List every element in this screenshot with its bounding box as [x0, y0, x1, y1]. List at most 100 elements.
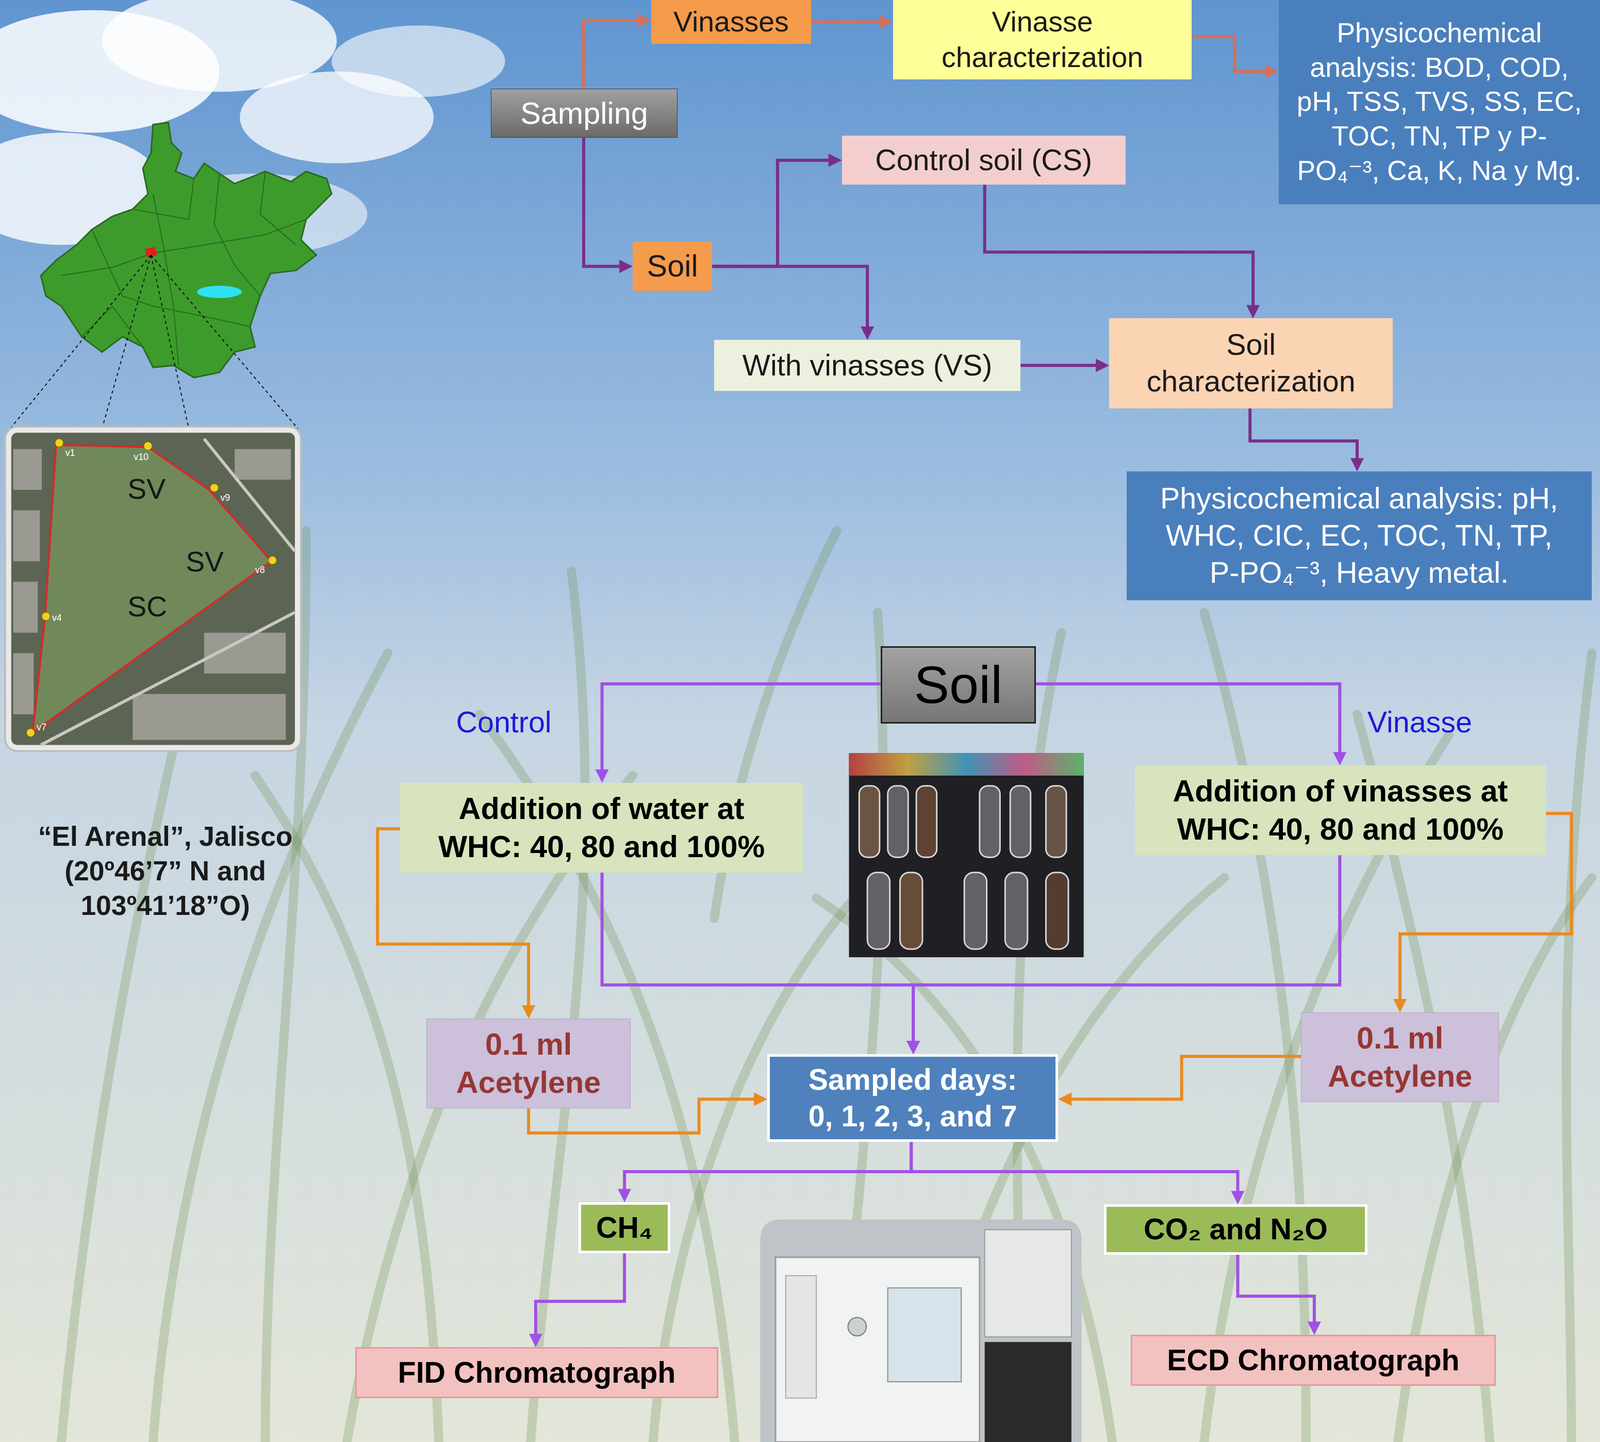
- box-text: CO₂ and N₂O: [1143, 1210, 1328, 1248]
- municipal-border: [260, 171, 296, 245]
- road: [40, 612, 295, 745]
- marker-label: v7: [36, 721, 47, 733]
- instrument-panel: [785, 1275, 817, 1398]
- start-box: Soil: [880, 646, 1036, 724]
- connector-line: [602, 872, 914, 1043]
- municipal-border: [214, 173, 261, 296]
- cane-leaf: [255, 775, 439, 1442]
- box-text: Soil: [647, 246, 699, 286]
- connector-line: [712, 266, 868, 329]
- reagent-box: 0.1 ml Acetylene: [1300, 1012, 1499, 1102]
- road: [204, 438, 295, 552]
- sampling-box: Sampled days: 0, 1, 2, 3, and 7: [767, 1053, 1059, 1142]
- municipal-border: [81, 306, 143, 348]
- gas-box: CO₂ and N₂O: [1103, 1203, 1368, 1255]
- bottle: [1004, 872, 1028, 949]
- connector-line: [1237, 1254, 1314, 1324]
- box-text: Control soil (CS): [875, 141, 1093, 179]
- arrow-head: [828, 153, 843, 168]
- location-caption: “El Arenal”, Jalisco (20º46’7” N and 103…: [4, 819, 327, 923]
- connector-line: [811, 20, 882, 24]
- box-text: Addition of water at WHC: 40, 80 and 100…: [424, 789, 779, 866]
- town-block: [132, 694, 286, 740]
- arrow-head: [637, 13, 652, 28]
- input-box: Soil: [632, 241, 713, 291]
- arrow-head: [1246, 304, 1260, 319]
- arrow-head: [1350, 457, 1364, 472]
- connector: [984, 184, 1260, 319]
- zone-label: SC: [127, 588, 168, 625]
- photo-ground: [848, 752, 1084, 958]
- box-text: CH₄: [596, 1209, 653, 1247]
- analysis-box: Physicochemical analysis: pH, WHC, CIC, …: [1126, 471, 1592, 600]
- instrument-box: ECD Chromatograph: [1130, 1334, 1496, 1386]
- connector: [1020, 358, 1110, 372]
- connector: [602, 872, 921, 1054]
- marker-label: v4: [52, 612, 62, 624]
- connector: [1237, 1254, 1321, 1335]
- town-block: [13, 449, 42, 490]
- connector: [712, 153, 842, 267]
- municipal-borders: [61, 171, 307, 366]
- arrow-head: [1095, 358, 1110, 372]
- process-box: Vinasse characterization: [893, 0, 1193, 80]
- box-text: Soil: [913, 651, 1003, 719]
- box-text: Vinasses: [673, 4, 789, 40]
- sampling-point: [268, 555, 277, 565]
- town-block: [13, 652, 35, 715]
- connector: [911, 1141, 1245, 1204]
- box-text: Vinasse characterization: [909, 4, 1176, 76]
- arrow-head: [753, 1092, 768, 1106]
- sampling-point: [143, 441, 153, 451]
- arrow-head: [906, 1040, 920, 1054]
- instrument-screen: [887, 1287, 962, 1382]
- photo-strip: [848, 752, 1084, 776]
- bottle: [964, 872, 987, 949]
- zone-label: SV: [127, 471, 166, 507]
- connector: [906, 854, 1340, 1054]
- image-ground: [11, 432, 295, 746]
- connector-line: [1249, 408, 1358, 461]
- box-text: FID Chromatograph: [398, 1354, 676, 1392]
- process-box: Control soil (CS): [842, 135, 1126, 185]
- town-block: [13, 581, 38, 633]
- jalisco-map: [10, 122, 332, 429]
- connector-line: [602, 683, 881, 772]
- connector: [595, 683, 881, 783]
- box-text: Soil characterization: [1125, 326, 1377, 401]
- process-box: With vinasses (VS): [714, 339, 1021, 391]
- bottle: [859, 785, 880, 858]
- connector-line: [984, 184, 1253, 307]
- arrow-head: [1307, 1321, 1322, 1335]
- input-box: Vinasses: [651, 0, 812, 44]
- chromatograph-photo: [760, 1219, 1082, 1442]
- cane-leaf: [1203, 612, 1307, 1442]
- zoom-line: [151, 255, 189, 429]
- arrow-head: [1332, 751, 1347, 766]
- municipal-border: [132, 178, 194, 220]
- connector-line: [1020, 363, 1098, 367]
- bench: [984, 1341, 1072, 1442]
- lake: [196, 285, 242, 299]
- arrow-head: [906, 1040, 920, 1054]
- treatment-box: Addition of water at WHC: 40, 80 and 100…: [400, 782, 804, 873]
- cloud: [331, 25, 505, 97]
- bottle: [867, 872, 890, 949]
- cane-leaf: [530, 571, 586, 1442]
- zone-label: SV: [185, 543, 224, 580]
- sampling-point: [26, 728, 35, 737]
- branch-label: Control: [456, 703, 552, 741]
- analysis-box: Physicochemical analysis: BOD, COD, pH, …: [1278, 0, 1600, 205]
- connector: [712, 266, 874, 340]
- arrow-head: [617, 1188, 632, 1202]
- box-text: 0.1 ml Acetylene: [439, 1025, 618, 1102]
- bottle: [916, 785, 937, 858]
- arrow-head: [1230, 1190, 1245, 1204]
- cane-leaf: [347, 775, 633, 1442]
- connector: [583, 137, 633, 273]
- satellite-image: [5, 426, 302, 751]
- bottle: [899, 872, 923, 949]
- connector: [811, 15, 893, 29]
- bottle: [1010, 785, 1031, 858]
